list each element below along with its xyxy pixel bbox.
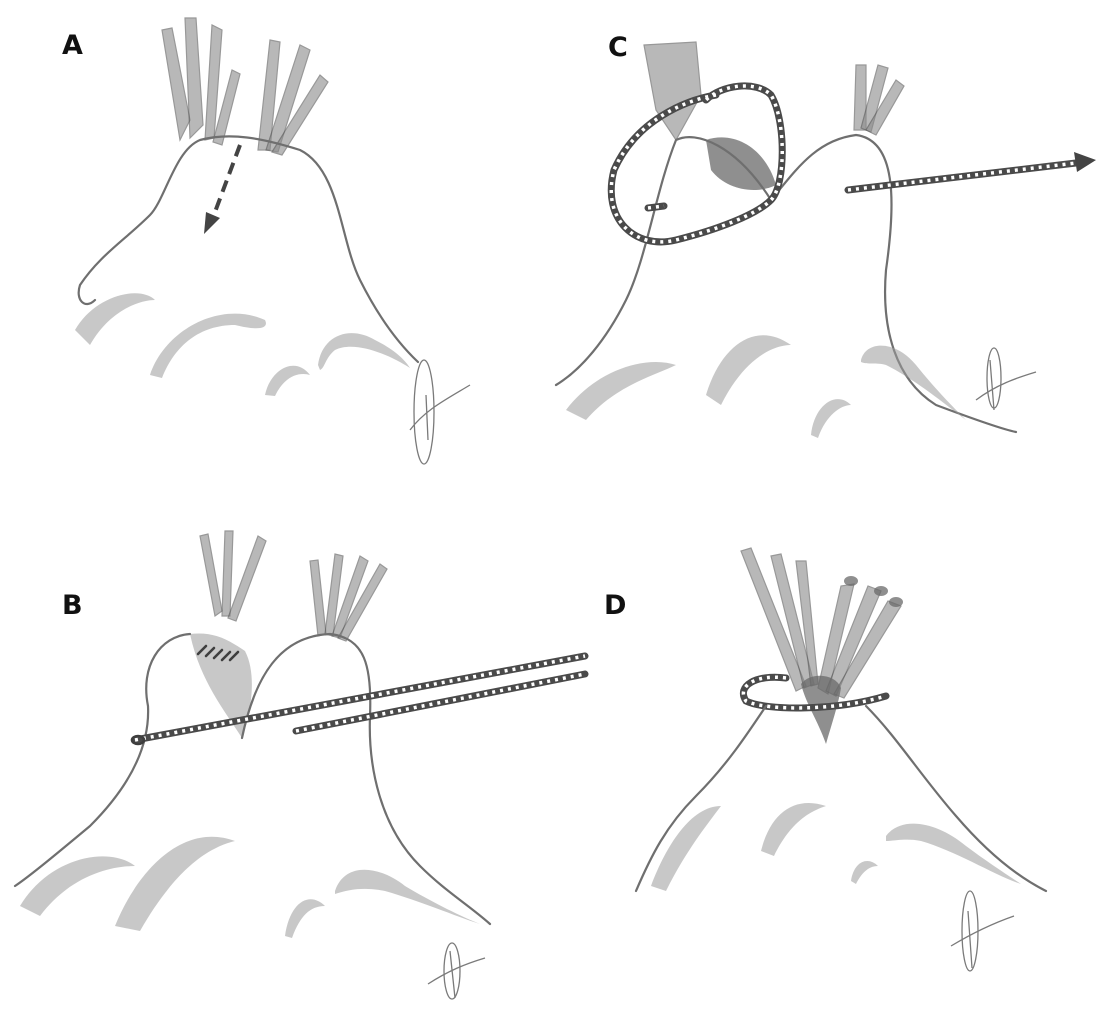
lobe-center [150, 314, 266, 378]
artist-signature-a [410, 360, 470, 464]
lobe-left [75, 293, 155, 345]
lobe-small-b [285, 899, 325, 938]
artist-signature-b [428, 943, 485, 999]
tissue-tuft-right [258, 40, 328, 155]
panel-c: C [556, 0, 1112, 506]
tissue-body-outline-b [15, 634, 490, 924]
lobe-left-c [566, 362, 676, 420]
panel-c-drawing [556, 0, 1112, 506]
lobe-small-d [851, 861, 878, 884]
lobe-left-b [20, 856, 135, 916]
tissue-tuft-right-c [854, 65, 904, 135]
lobe-right-d [886, 824, 1021, 884]
panel-b-drawing [0, 506, 556, 1012]
artist-signature-c [976, 348, 1036, 410]
suture-pull-arrows [132, 656, 585, 744]
incision-direction-arrow [204, 145, 240, 234]
lobe-right-b [335, 870, 480, 924]
panel-a-drawing [0, 0, 556, 506]
tissue-tuft-right-b [310, 554, 387, 641]
lobe-left-d [651, 806, 721, 891]
panel-d: D [556, 506, 1112, 1012]
artist-signature-d [951, 891, 1014, 971]
tissue-tuft-left [162, 18, 240, 145]
tissue-tuft-left-b [200, 531, 266, 621]
lobe-center-c [706, 335, 791, 405]
tissue-body-outline [79, 136, 418, 362]
lobe-center-b [115, 837, 235, 931]
panel-a: A [0, 0, 556, 506]
lobe-small-c [811, 399, 851, 438]
lobe-small [265, 366, 310, 396]
lobe-center-d [761, 803, 826, 856]
panel-b: B [0, 506, 556, 1012]
lobe-right-c [861, 346, 966, 420]
panel-d-drawing [556, 506, 1112, 1012]
